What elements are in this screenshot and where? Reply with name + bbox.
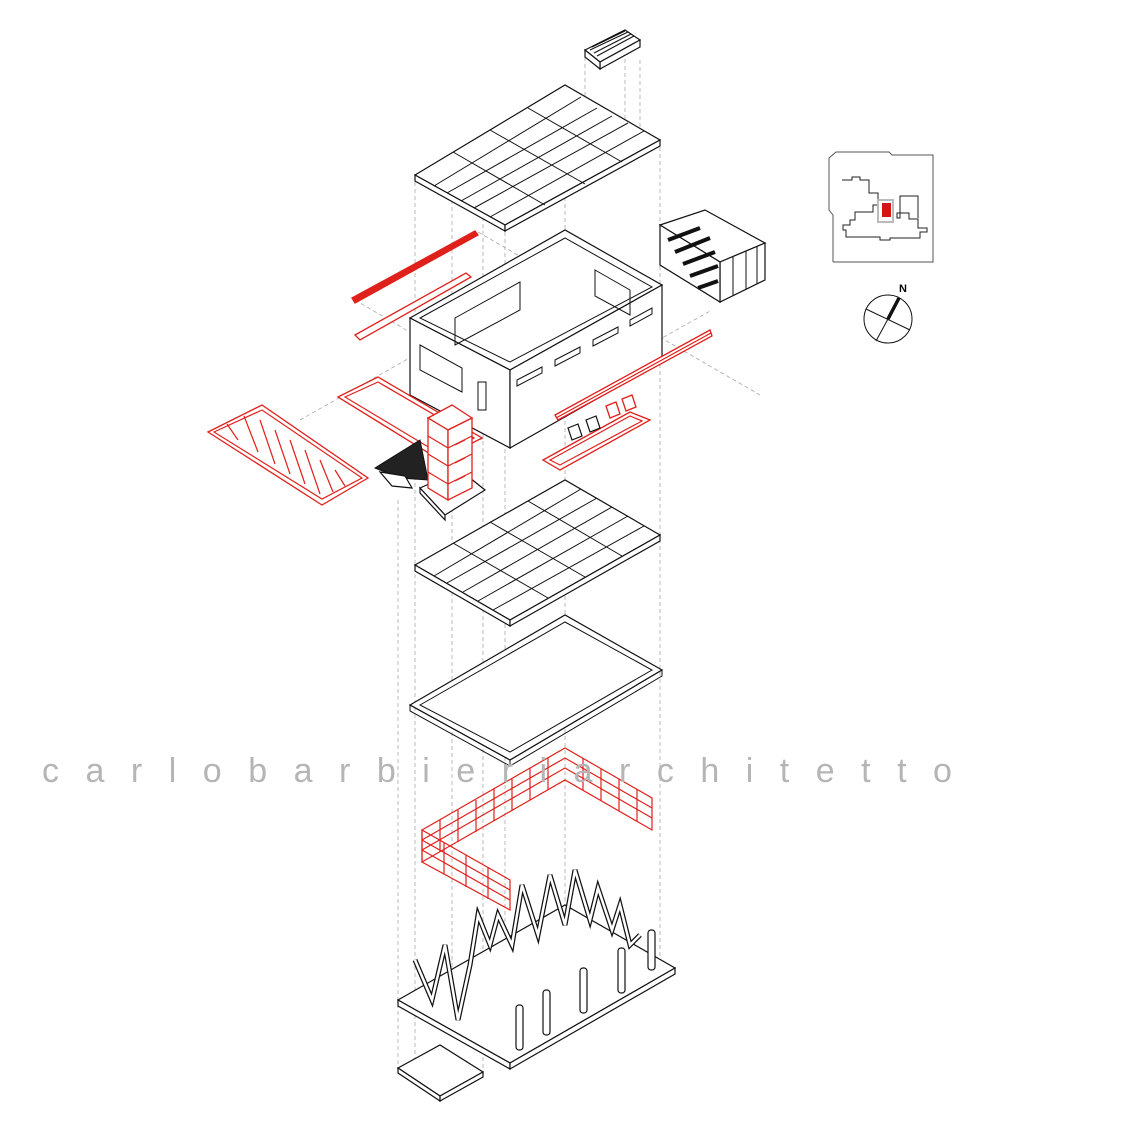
ring-beam-frame	[408, 614, 664, 767]
stair-tower	[373, 404, 487, 522]
entry-step-slab	[396, 1044, 485, 1103]
walls-volume	[408, 229, 664, 450]
mechanical-units	[567, 394, 637, 441]
site-plan	[828, 151, 934, 263]
watermark-text: carlobarbieriarchitetto	[42, 752, 979, 790]
side-module	[658, 209, 767, 304]
red-facade-screen	[421, 747, 653, 912]
zigzag-columns-inner	[413, 869, 641, 1021]
round-columns	[515, 929, 656, 1051]
red-beams-right	[541, 329, 713, 471]
roof-panels	[413, 84, 662, 233]
roof-vent-grate	[583, 29, 642, 71]
north-label: N	[899, 283, 907, 295]
red-beams-left	[351, 230, 479, 341]
floor-panels	[413, 479, 662, 628]
north-arrow-icon	[863, 294, 913, 344]
